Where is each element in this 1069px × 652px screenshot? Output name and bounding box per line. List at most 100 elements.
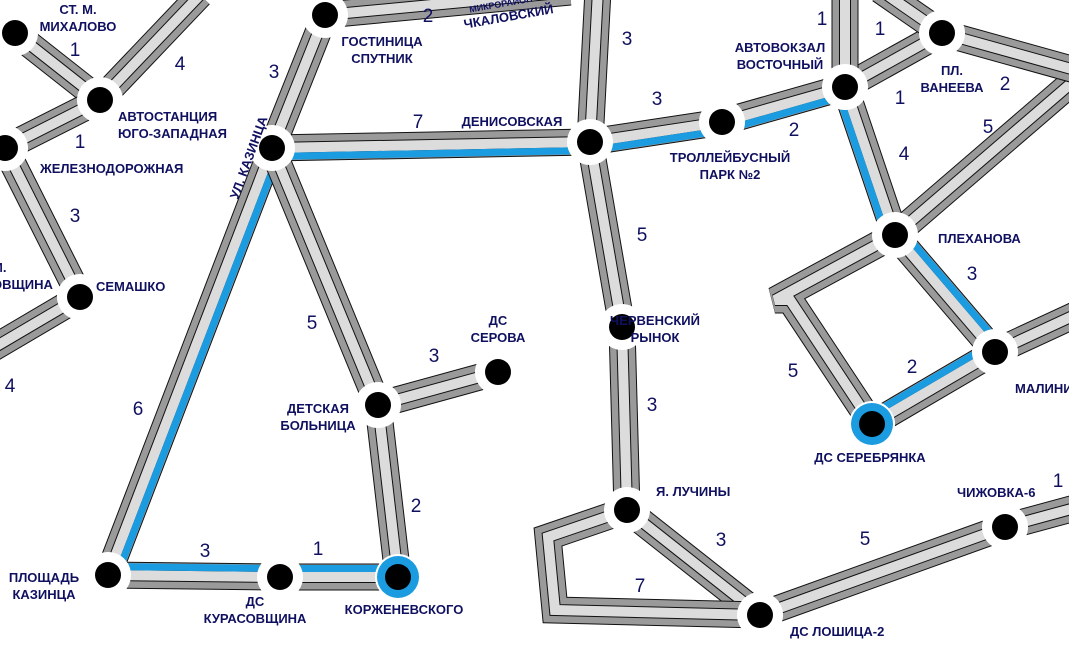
road-stripe <box>96 0 203 104</box>
road-segment <box>618 499 769 626</box>
station-malinina[interactable]: МАЛИНИНА <box>972 329 1069 396</box>
road-segment <box>576 0 611 143</box>
road-segment <box>0 141 93 304</box>
station-dot-icon <box>312 2 338 28</box>
station-label: ДС СЕРЕБРЯНКА <box>814 450 926 465</box>
highlighted-route <box>898 227 1005 349</box>
road-stripe <box>891 78 1069 239</box>
station-label-line: ВОСТОЧНЫЙ <box>737 57 824 72</box>
travel-time-label: 1 <box>75 132 86 153</box>
road-stripe <box>840 85 900 237</box>
station-dot-icon <box>87 87 113 113</box>
travel-time-label: 3 <box>647 395 658 416</box>
station-label-line: ЧЕРВЕНСКИЙ <box>610 313 700 328</box>
station-mikhalovo[interactable]: СТ. М. МИХАЛОВО <box>0 2 116 56</box>
station-label-line: КАЗИНЦА <box>12 587 76 602</box>
road-stripe <box>267 13 330 150</box>
station-dot-icon <box>609 314 635 340</box>
station-loshitsa[interactable]: ДС ЛОШИЦА-2 <box>737 592 884 639</box>
station-label-line: МАЛИНИНА <box>1015 381 1069 396</box>
station-chizhovka[interactable]: ЧИЖОВКА-6 <box>957 485 1035 550</box>
station-dot-icon <box>67 284 93 310</box>
highlighted-route <box>833 88 891 239</box>
travel-time-label: 3 <box>622 29 633 50</box>
road-stripe <box>758 522 1007 620</box>
travel-time-label: 1 <box>313 539 324 560</box>
station-semashko[interactable]: СЕМАШКО <box>57 274 165 320</box>
station-label-line: МИХАЛОВО <box>40 19 117 34</box>
station-label: ПЛЕХАНОВА <box>938 231 1021 246</box>
highlighted-route <box>865 341 993 420</box>
road-segment <box>259 142 391 411</box>
travel-time-label: 5 <box>788 361 799 382</box>
road-stripe <box>772 230 898 427</box>
travel-time-label: 2 <box>411 496 422 517</box>
station-label-line: СТ. М. <box>59 2 96 17</box>
station-ovshchina[interactable]: М.ОВЩИНА <box>0 260 53 292</box>
station-label: МАЛИНИНА <box>1015 381 1069 396</box>
station-label-line: ТРОЛЛЕЙБУСНЫЙ <box>670 150 790 165</box>
travel-time-label: 2 <box>1000 74 1011 95</box>
station-korzh[interactable]: КОРЖЕНЕВСКОГО <box>345 554 464 617</box>
road-segment <box>364 403 412 579</box>
road-segment <box>755 514 1010 628</box>
station-label-line: ОВЩИНА <box>0 277 53 292</box>
station-luchiny[interactable]: Я. ЛУЧИНЫ <box>604 484 730 533</box>
station-label: СТ. М. МИХАЛОВО <box>40 2 117 34</box>
station-label: ПЛОЩАДЬ КАЗИНЦА <box>9 570 79 602</box>
travel-time-label: 1 <box>895 88 906 109</box>
station-plekhanova[interactable]: ПЛЕХАНОВА <box>872 212 1021 258</box>
station-serebryanka[interactable]: ДС СЕРЕБРЯНКА <box>814 401 926 465</box>
travel-time-label: 3 <box>652 89 663 110</box>
station-label-line: СЕМАШКО <box>96 279 165 294</box>
station-label: ПЛ.ВАНЕЕВА <box>921 63 985 95</box>
road-stripe <box>267 146 383 407</box>
station-dot-icon <box>385 564 411 590</box>
station-zhel[interactable]: ЖЕЛЕЗНОДОРОЖНАЯ <box>0 125 183 176</box>
station-label-line: ЖЕЛЕЗНОДОРОЖНАЯ <box>39 161 183 176</box>
travel-time-label: 2 <box>907 357 918 378</box>
road-stripe <box>617 326 632 511</box>
road-stripe <box>373 404 403 578</box>
road-segment <box>938 19 1069 83</box>
station-dot-icon <box>95 562 121 588</box>
station-denis[interactable]: ДЕНИСОВСКАЯ <box>462 114 613 165</box>
travel-time-label: 3 <box>200 541 211 562</box>
station-label-line: ДЕНИСОВСКАЯ <box>462 114 563 129</box>
road-segment <box>884 226 1006 361</box>
station-label-line: ВАНЕЕВА <box>921 80 985 95</box>
travel-time-label: 1 <box>817 9 828 30</box>
road-segment <box>90 0 210 110</box>
station-label-line: ПЛОЩАДЬ <box>9 570 79 585</box>
road-stripe <box>107 570 281 582</box>
road-segment <box>95 143 285 580</box>
station-chkalovsky[interactable]: МИКРОРАЙОНЧКАЛОВСКИЙ <box>460 0 555 32</box>
travel-time-label: 3 <box>269 62 280 83</box>
station-label-line: АВТОСТАНЦИЯ <box>118 109 217 124</box>
station-dot-icon <box>709 109 735 135</box>
road-stripe <box>623 506 764 619</box>
station-vaneeva[interactable]: ПЛ.ВАНЕЕВА <box>919 10 984 95</box>
road-segment <box>271 128 591 162</box>
road-segment <box>768 223 902 432</box>
station-label: ЧИЖОВКА-6 <box>957 485 1035 500</box>
travel-time-label: 2 <box>789 120 800 141</box>
station-label-line: ГОСТИНИЦА <box>341 34 423 49</box>
travel-time-label: 3 <box>967 264 978 285</box>
station-plkazinca[interactable]: ПЛОЩАДЬ КАЗИНЦА <box>9 552 131 602</box>
station-label-line: БОЛЬНИЦА <box>280 418 356 433</box>
